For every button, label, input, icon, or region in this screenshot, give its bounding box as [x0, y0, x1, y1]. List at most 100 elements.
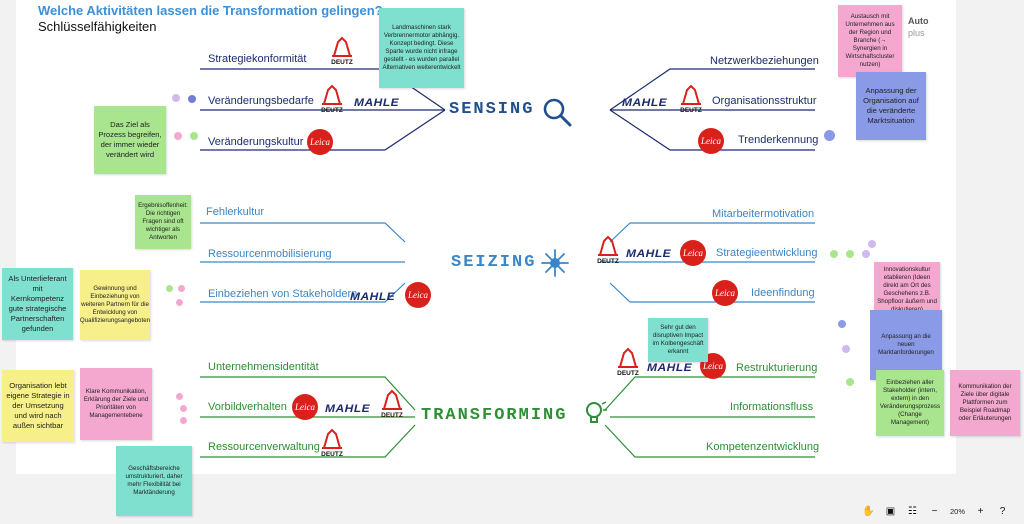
hand-tool-icon[interactable]: ✋ [862, 505, 875, 517]
vote-dot [174, 132, 182, 140]
branch-ressourcenverwaltung: Ressourcenverwaltung [208, 441, 320, 453]
vote-dot [862, 250, 870, 258]
branch-informationsfluss: Informationsfluss [730, 401, 814, 413]
vote-dot [842, 345, 850, 353]
sticky-note[interactable]: Austausch mit Unternehmen aus der Region… [838, 5, 902, 77]
vote-dot [188, 95, 196, 103]
share-icon[interactable]: ☷ [908, 505, 917, 517]
vote-dot [178, 285, 185, 292]
central-seizing: SEIZING [451, 253, 537, 272]
deutz-logo: DEUTZ [614, 347, 642, 377]
branch-strategieentwicklung: Strategieentwicklung [716, 247, 818, 259]
sticky-note[interactable]: Organisation lebt eigene Strategie in de… [2, 370, 74, 442]
corner-label: Auto [908, 16, 929, 26]
line-restrukturierung [604, 376, 815, 411]
branch-restrukturierung: Restrukturierung [736, 362, 818, 374]
spark-icon [541, 249, 569, 277]
vote-dot [176, 299, 183, 306]
corner-label-sub: plus [908, 28, 925, 38]
branch-organisationsstruktur: Organisationsstruktur [712, 95, 817, 107]
board-subtitle: Schlüsselfähigkeiten [38, 19, 157, 34]
line-kompetenzentwicklung [604, 424, 815, 458]
sticky-note[interactable]: Ergebnisoffenheit: Die richtigen Fragen … [135, 195, 191, 249]
central-sensing: SENSING [449, 100, 535, 119]
branch-unternehmensidentitaet: Unternehmensidentität [208, 361, 319, 373]
branch-ressourcenmobilisierung: Ressourcenmobilisierung [208, 248, 332, 260]
branch-ideenfindung: Ideenfindung [751, 287, 815, 299]
mahle-logo: MAHLE [622, 95, 668, 109]
deutz-logo: DEUTZ [594, 235, 622, 265]
help-icon[interactable]: ? [999, 505, 1006, 517]
line-unternehmensidentitaet [200, 376, 416, 411]
vote-dot [830, 250, 838, 258]
branch-stakeholder: Einbeziehen von Stakeholdern [208, 288, 358, 300]
line-ressourcenverwaltung [200, 424, 416, 458]
vote-dot [180, 417, 187, 424]
leica-logo: Leica [680, 240, 706, 266]
sticky-note[interactable]: Als Unterlieferant mit Kernkompetenz gut… [2, 268, 73, 340]
leica-logo: Leica [292, 394, 318, 420]
zoom-in-button[interactable]: + [977, 505, 984, 517]
deutz-logo: DEUTZ [328, 36, 356, 66]
sticky-note[interactable]: Geschäftsbereiche umstrukturiert, daher … [116, 446, 192, 516]
vote-dot [868, 240, 876, 248]
board-title: Welche Aktivitäten lassen die Transforma… [38, 3, 383, 18]
vote-dot [846, 378, 854, 386]
line-trenderkennung [609, 109, 815, 151]
zoom-out-button[interactable]: − [931, 505, 938, 517]
sticky-note[interactable]: Sehr gut den disruptiven Impact im Kolbe… [648, 318, 708, 362]
line-mitarbeitermotivation [609, 222, 815, 243]
sticky-note[interactable]: Das Ziel als Prozess begreifen, der imme… [94, 106, 166, 174]
sticky-note[interactable]: Anpassung an die neuen Marktanforderunge… [870, 310, 942, 380]
branch-kompetenzentwicklung: Kompetenzentwicklung [706, 441, 820, 453]
magnifier-icon [543, 98, 572, 127]
branch-fehlerkultur: Fehlerkultur [206, 206, 265, 218]
vote-dot [824, 130, 835, 141]
sticky-note[interactable]: Kommunikation der Ziele über digitale Pl… [950, 370, 1020, 436]
branch-veraenderungskultur: Veränderungskultur [208, 136, 304, 148]
sticky-note[interactable]: Gewinnung und Einbeziehung von weiteren … [80, 270, 150, 340]
branch-veraenderungsbedarfe: Veränderungsbedarfe [208, 95, 314, 107]
branch-netzwerkbeziehungen: Netzwerkbeziehungen [710, 55, 819, 67]
branch-mitarbeitermotivation: Mitarbeitermotivation [712, 208, 815, 220]
branch-vorbildverhalten: Vorbildverhalten [208, 401, 287, 413]
mahle-logo: MAHLE [325, 401, 371, 415]
line-netzwerkbeziehungen [609, 68, 815, 111]
sticky-note[interactable]: Innovationskultur etablieren (Ideen dire… [874, 262, 940, 318]
mahle-logo: MAHLE [354, 95, 400, 109]
line-fehlerkultur [200, 222, 406, 243]
sticky-note[interactable]: Anpassung der Organisation auf die verän… [856, 72, 926, 140]
sticky-note[interactable]: Landmaschinen stark Verbrennermotor abhä… [379, 8, 464, 88]
deutz-logo: DEUTZ [318, 428, 346, 458]
vote-dot [180, 405, 187, 412]
deutz-logo: DEUTZ [318, 84, 346, 114]
leica-logo: Leica [698, 128, 724, 154]
vote-dot [176, 393, 183, 400]
sticky-note[interactable]: Klare Kommunikation, Erklärung der Ziele… [80, 368, 152, 440]
mahle-logo: MAHLE [626, 246, 672, 260]
sticky-note[interactable]: Einbeziehen aller Stakeholder (intern, e… [876, 370, 944, 436]
vote-dot [846, 250, 854, 258]
vote-dot [166, 285, 173, 292]
leica-logo: Leica [307, 129, 333, 155]
lightbulb-icon [586, 401, 607, 423]
branch-strategiekonformitaet: Strategiekonformität [208, 53, 307, 65]
line-veraenderungskultur [200, 109, 446, 151]
zoom-level: 20% [950, 506, 966, 516]
mahle-logo: MAHLE [647, 360, 693, 374]
mahle-logo: MAHLE [350, 289, 396, 303]
vote-dot [838, 320, 846, 328]
leica-logo: Leica [405, 282, 431, 308]
bottom-toolbar: ✋ ▣ ☷ − 20% + ? [862, 502, 1009, 520]
line-ideenfindung [609, 282, 815, 303]
present-icon[interactable]: ▣ [885, 505, 896, 517]
branch-trenderkennung: Trenderkennung [738, 134, 819, 146]
deutz-logo: DEUTZ [378, 389, 406, 419]
line-stakeholder [200, 282, 406, 303]
vote-dot [172, 94, 180, 102]
vote-dot [190, 132, 198, 140]
central-transforming: TRANSFORMING [421, 406, 568, 425]
leica-logo: Leica [712, 280, 738, 306]
